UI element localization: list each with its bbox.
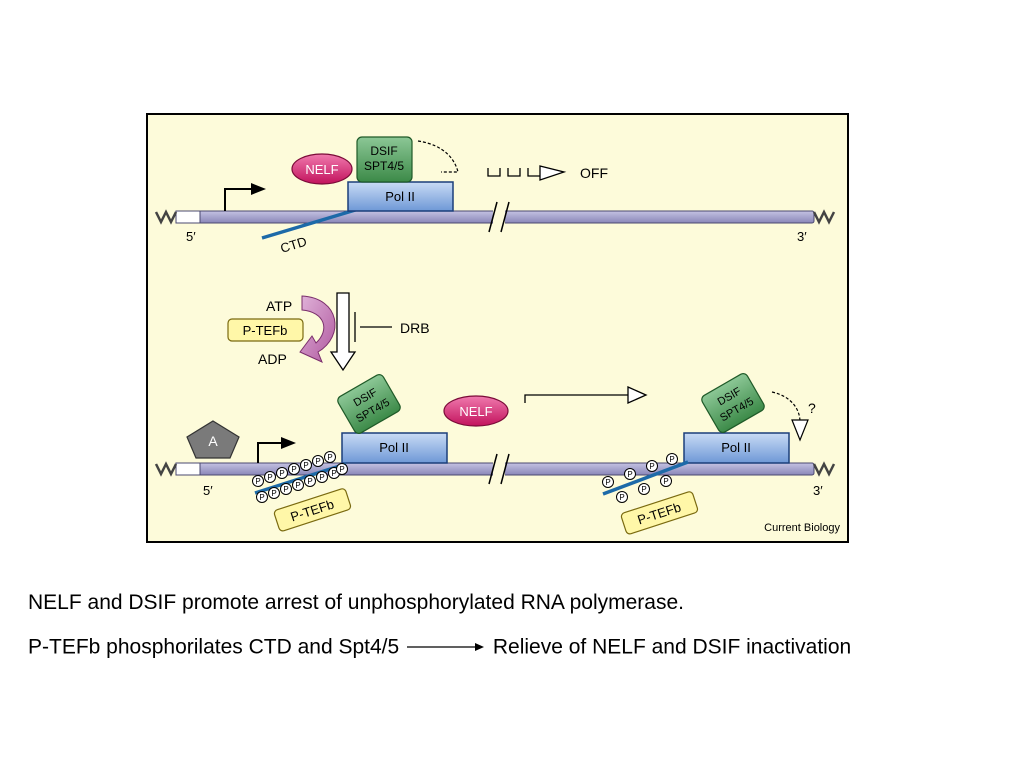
phospho-label: P (259, 493, 264, 502)
down-arrow-icon (329, 292, 357, 372)
drb-label: DRB (400, 320, 430, 336)
drb-inhibition-icon (354, 312, 392, 342)
phospho-ctd-left: P P P P P P P P P P P P P P P (252, 451, 348, 503)
question-label: ? (808, 400, 816, 416)
phospho-label: P (271, 489, 276, 498)
ptefb-label: P-TEFb (243, 323, 288, 338)
credit-label: Current Biology (764, 522, 840, 534)
ptefb-box-bottom-left: P-TEFb (273, 488, 352, 532)
ctd-tail (261, 206, 363, 240)
phospho-label: P (339, 465, 344, 474)
phospho-label: P (663, 477, 668, 486)
dsif-label-2: SPT4/5 (364, 159, 404, 173)
phospho-label: P (331, 469, 336, 478)
adp-label: ADP (258, 351, 287, 367)
pol2-bottom-left (341, 432, 448, 464)
middle-panel: ATP P-TEFb ADP DRB (227, 292, 430, 372)
phospho-label: P (315, 457, 320, 466)
transcript-curve (417, 140, 459, 173)
dsif-label-1: DSIF (370, 144, 397, 158)
dna-strand-top (154, 201, 836, 233)
top-panel: Pol II NELF DSIF SPT4/5 OFF 5′ 3′ CTD (154, 136, 836, 256)
dsif-box-bottom-right: DSIF SPT4/5 (701, 373, 765, 433)
phospho-label: P (295, 481, 300, 490)
phospho-label: P (605, 478, 610, 487)
atp-label: ATP (266, 298, 292, 314)
five-prime-label-bottom: 5′ (203, 483, 213, 498)
phospho-label: P (307, 477, 312, 486)
atp-adp-arrow-icon (299, 295, 336, 363)
three-prime-label-top: 3′ (797, 229, 807, 244)
nelf-oval-bottom (443, 395, 509, 427)
phospho-label: P (283, 485, 288, 494)
caption-line-2-left: P-TEFb phosphorilates CTD and Spt4/5 (28, 635, 400, 659)
caption-line-2-right: Relieve of NELF and DSIF inactivation (492, 635, 852, 659)
phospho-label: P (327, 453, 332, 462)
phospho-label: P (255, 477, 260, 486)
pol2-right-label: Pol II (721, 440, 751, 455)
pol2-bottom-right (683, 432, 790, 464)
ptefb-box-middle (227, 318, 304, 342)
caption-line-2: P-TEFb phosphorilates CTD and Spt4/5 Rel… (28, 635, 1008, 659)
phospho-label: P (649, 462, 654, 471)
phospho-label: P (641, 485, 646, 494)
dissociation-arrow-icon (771, 391, 809, 442)
phospho-label: P (627, 470, 632, 479)
off-arrow-icon (487, 165, 567, 181)
phospho-label: P (303, 461, 308, 470)
promoter-arrow-icon-bottom (257, 442, 283, 463)
caption-arrow-icon (407, 643, 485, 652)
ptefb-box-bottom-right: P-TEFb (620, 491, 699, 535)
phospho-label: P (267, 473, 272, 482)
phospho-label: P (279, 469, 284, 478)
activator-label: A (208, 433, 218, 449)
five-prime-label-top: 5′ (186, 229, 196, 244)
elongation-arrow-icon (524, 385, 648, 405)
pol2-label: Pol II (385, 189, 415, 204)
nelf-bottom-label: NELF (459, 404, 492, 419)
pol2-left-label: Pol II (379, 440, 409, 455)
off-label: OFF (580, 165, 608, 181)
nelf-oval-top (291, 153, 353, 185)
dsif-box-top (356, 136, 413, 183)
promoter-arrow-icon (224, 188, 253, 211)
phospho-label: P (291, 465, 296, 474)
caption-line-1: NELF and DSIF promote arrest of unphosph… (28, 591, 684, 614)
phospho-label: P (319, 473, 324, 482)
three-prime-label-bottom: 3′ (813, 483, 823, 498)
phospho-ctd-right: P P P P P P P (602, 453, 689, 503)
nelf-label: NELF (305, 162, 338, 177)
activator-pentagon (186, 420, 240, 459)
phospho-label: P (669, 455, 674, 464)
ctd-label: CTD (278, 234, 308, 256)
bottom-panel: A Pol II DSIF SPT4/5 NELF (154, 373, 840, 535)
phospho-label: P (619, 493, 624, 502)
